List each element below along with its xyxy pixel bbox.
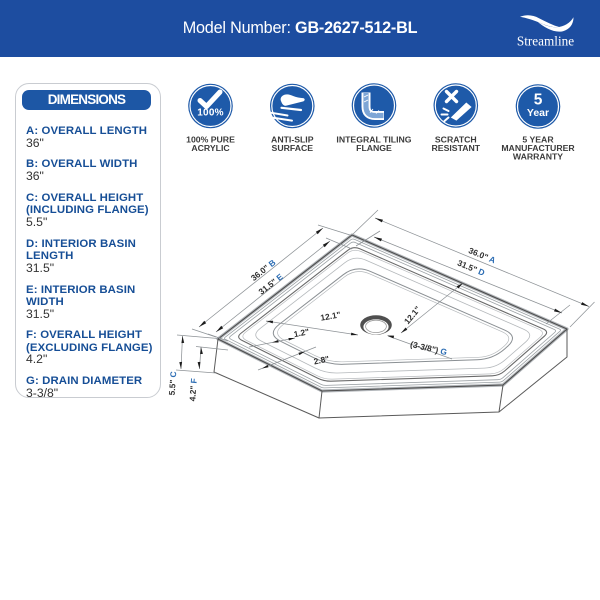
svg-text:5: 5 [534,92,543,109]
svg-text:100% PURE: 100% PURE [186,135,235,145]
svg-text:2.8": 2.8" [313,354,330,367]
svg-text:FLANGE: FLANGE [356,143,392,153]
svg-text:Streamline: Streamline [517,33,574,48]
svg-text:RESISTANT: RESISTANT [432,143,481,153]
svg-text:SURFACE: SURFACE [272,143,314,153]
svg-text:Year: Year [527,107,549,119]
svg-text:5 YEAR: 5 YEAR [522,135,554,145]
svg-text:5.5" C: 5.5" C [167,371,179,396]
svg-text:SCRATCH: SCRATCH [435,135,477,145]
svg-text:100%: 100% [197,108,223,119]
svg-text:INTEGRAL TILING: INTEGRAL TILING [336,135,411,145]
svg-text:12.1": 12.1" [320,309,342,322]
svg-text:31.5" D: 31.5" D [456,258,486,278]
svg-text:1.2": 1.2" [293,326,310,339]
svg-text:ANTI-SLIP: ANTI-SLIP [271,135,314,145]
svg-text:ACRYLIC: ACRYLIC [191,143,230,153]
svg-text:4.2" F: 4.2" F [187,378,199,402]
svg-text:MANUFACTURER: MANUFACTURER [501,143,575,153]
svg-text:WARRANTY: WARRANTY [513,152,563,162]
